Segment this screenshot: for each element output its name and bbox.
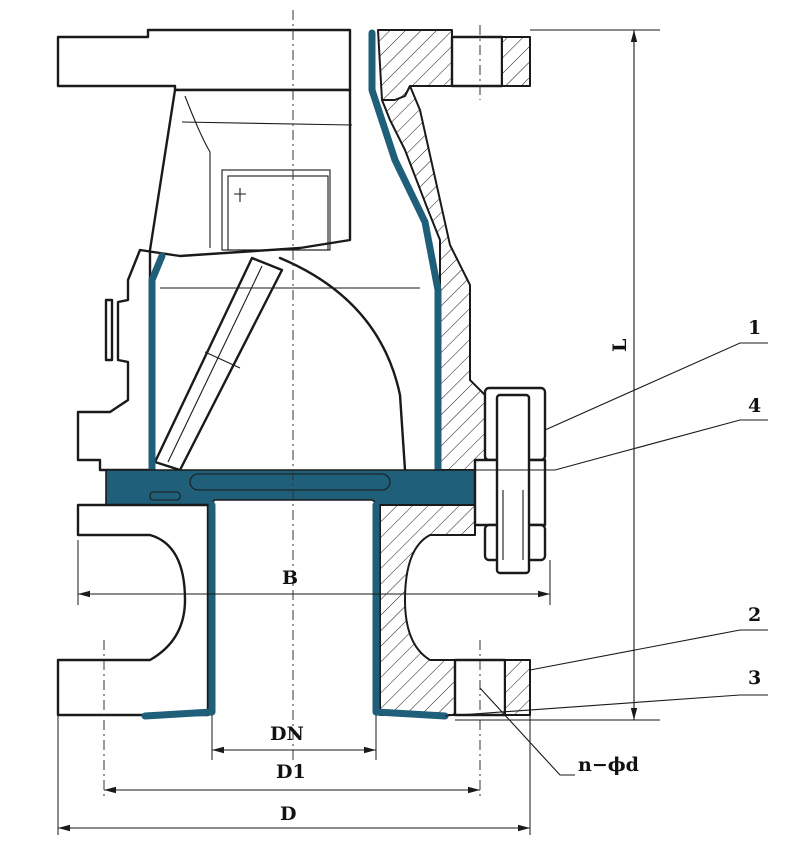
lining-neck-left — [141, 501, 216, 720]
lining-body-right — [368, 29, 442, 474]
disc-arm — [153, 256, 284, 472]
dim-nominal-diameter-arrow-right — [364, 746, 376, 754]
disc-arc — [278, 256, 407, 472]
dim-width-arrow-left — [78, 590, 90, 598]
dim-label-nominal-diameter: DN — [270, 723, 304, 745]
dim-bolt-circle-arrow-left — [104, 786, 116, 794]
labels: 1 4 2 3 L B DN D1 D n−ϕd — [270, 317, 761, 825]
top-flange-left — [56, 28, 352, 92]
dim-label-outer-diameter: D — [280, 803, 296, 825]
leader-bolt-holes — [479, 687, 575, 776]
swing-disc — [153, 256, 420, 472]
bolt-thread-lines — [502, 490, 524, 560]
valve-body-right-section — [381, 85, 486, 471]
top-flange-right-tip — [501, 36, 531, 87]
top-flange-bolt-slot — [450, 35, 504, 88]
dim-label-bolt-circle: D1 — [276, 761, 306, 783]
disc-arm-inner — [167, 265, 263, 463]
body-left-contour-step — [181, 121, 353, 126]
dim-outer-diameter-arrow-right — [518, 824, 530, 832]
dim-label-bolt-holes: n−ϕd — [578, 754, 639, 776]
dim-nominal-diameter-arrow-left — [212, 746, 224, 754]
valve-body-left — [76, 88, 353, 472]
dim-label-length: L — [609, 339, 631, 352]
dim-outer-diameter-arrow-left — [58, 824, 70, 832]
indicator-mark-icon — [234, 188, 246, 202]
indicator-window-inner — [227, 175, 329, 251]
lower-body-right-section — [379, 504, 476, 716]
leader-part-1 — [544, 342, 768, 431]
leader-part-2 — [529, 629, 768, 671]
leader-lines — [444, 342, 768, 776]
dim-label-width: B — [282, 567, 298, 589]
callout-1: 1 — [748, 317, 761, 339]
leader-part-4 — [475, 419, 768, 471]
side-bolt — [473, 386, 547, 575]
disc-arm-tick — [204, 351, 241, 369]
dim-width-arrow-right — [538, 590, 550, 598]
dim-bolt-circle-arrow-right — [468, 786, 480, 794]
leader-part-3 — [444, 694, 768, 717]
dim-length-arrow-top — [630, 30, 638, 42]
lower-body-left — [56, 503, 210, 717]
callout-4: 4 — [748, 395, 761, 417]
dimension-lines — [57, 29, 660, 835]
body-left-contour-upper — [184, 95, 211, 248]
lining-neck-right — [372, 501, 449, 720]
body-left-outline — [76, 88, 352, 472]
dim-length-arrow-bottom — [630, 708, 638, 720]
seat-slot-small — [149, 491, 181, 501]
callout-2: 2 — [748, 604, 761, 626]
top-flange-right-section — [377, 29, 453, 101]
seat-slot — [189, 473, 391, 491]
lower-body — [56, 501, 531, 720]
bottom-flange-right-tip — [504, 659, 531, 716]
ptfe-lining — [105, 29, 476, 506]
body-side-boss — [104, 298, 114, 362]
bolt-shank — [495, 393, 531, 575]
lining-body-left — [148, 252, 166, 474]
body-right-wall — [381, 85, 486, 471]
callout-3: 3 — [748, 667, 761, 689]
